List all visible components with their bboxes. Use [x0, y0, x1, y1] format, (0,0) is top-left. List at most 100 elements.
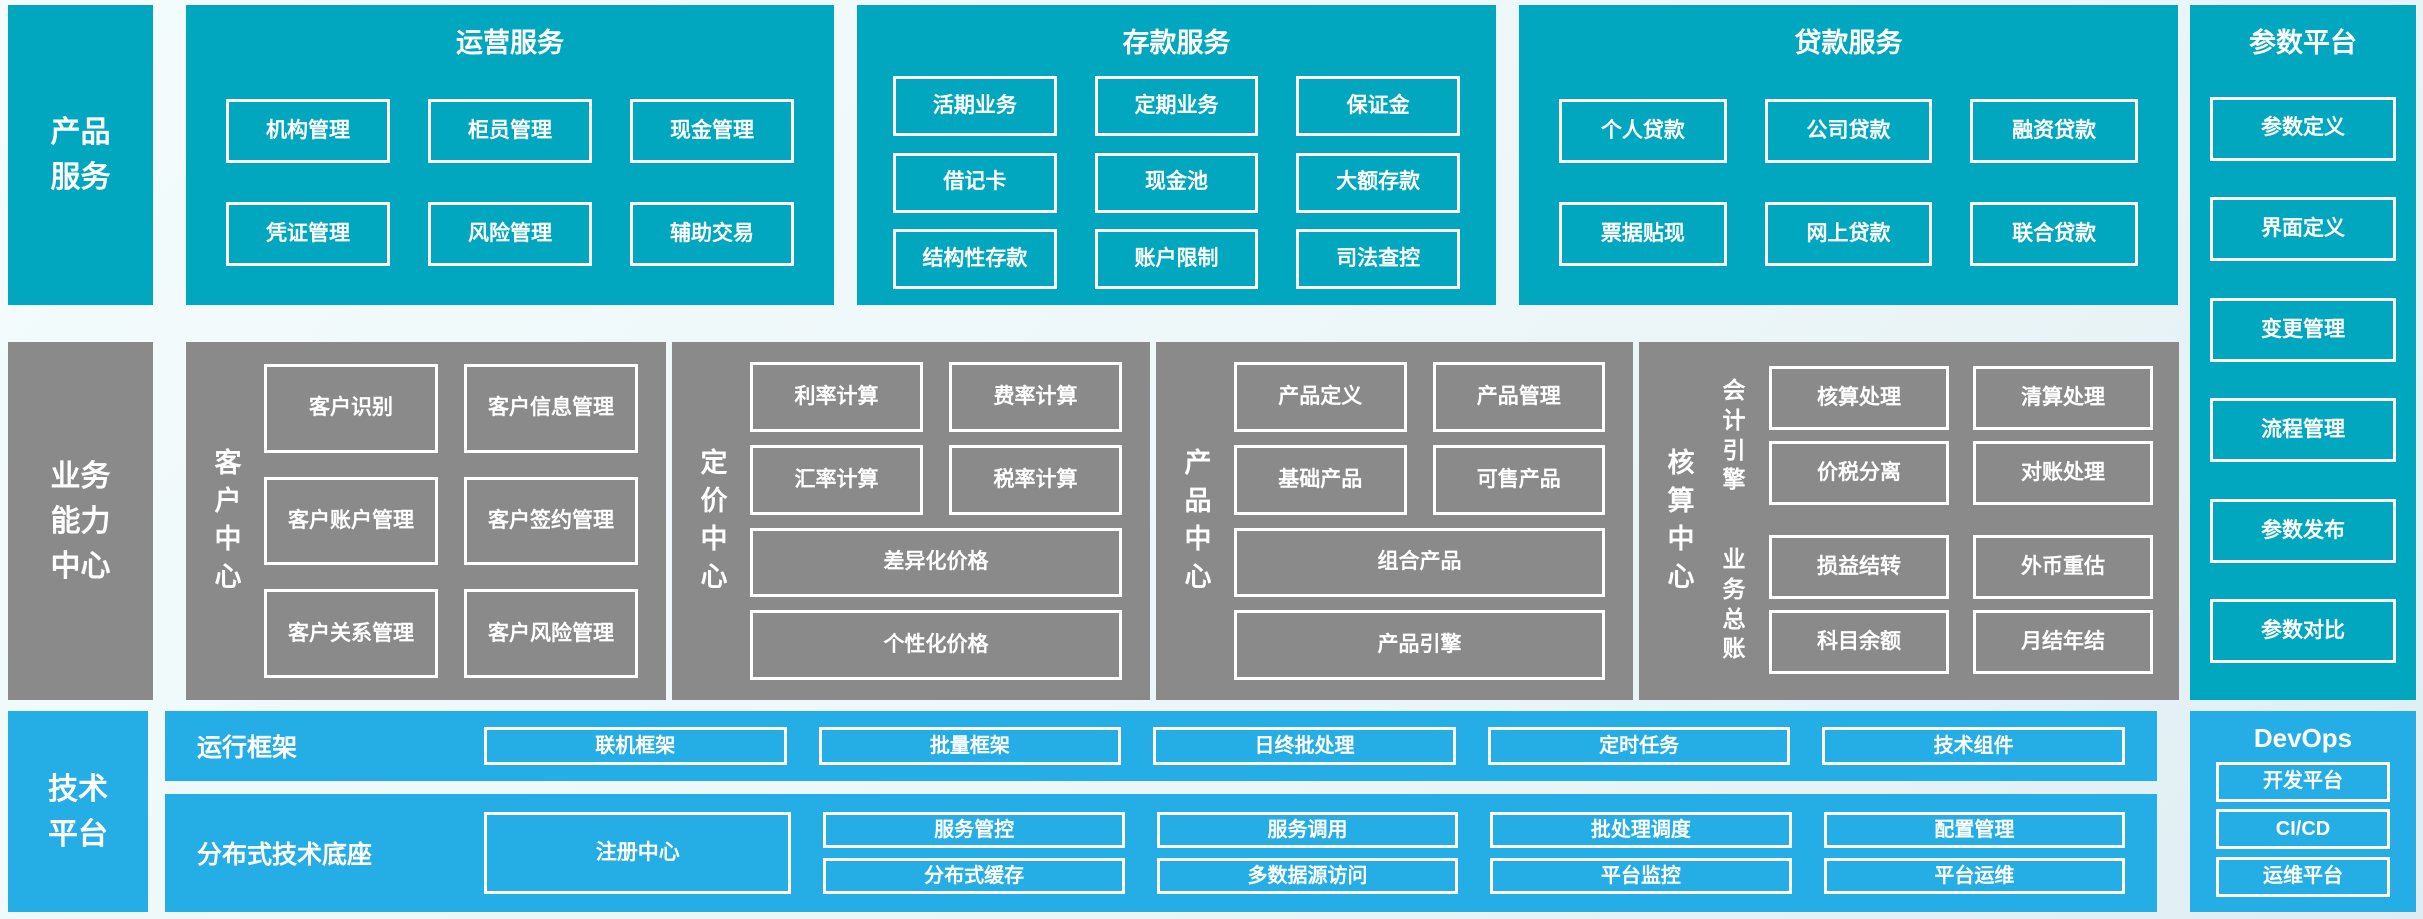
tech-box-platform-ops: 平台运维 [1823, 858, 2126, 894]
biz-box-tax-rate-calc: 税率计算 [949, 444, 1122, 515]
operations-grid: 机构管理 柜员管理 现金管理 凭证管理 风险管理 辅助交易 [226, 60, 794, 305]
panel-deposit-services: 存款服务 活期业务 定期业务 保证金 借记卡 现金池 大额存款 结构性存款 账户… [857, 5, 1496, 305]
devops-box-dev-platform: 开发平台 [2216, 761, 2390, 802]
tech-box-online-framework: 联机框架 [484, 727, 787, 765]
distributed-col-3: 批处理调度 平台监控 [1490, 812, 1792, 894]
service-box-personal-loan: 个人贷款 [1559, 99, 1727, 163]
biz-box-basic-product: 基础产品 [1234, 444, 1407, 515]
panel-pricing-center: 定 价 中 心 利率计算 费率计算 汇率计算 税率计算 差异化价格 个性化价格 [672, 342, 1150, 700]
tech-box-config-management: 配置管理 [1823, 812, 2126, 848]
customer-grid: 客户识别 客户信息管理 客户账户管理 客户签约管理 客户关系管理 客户风险管理 [260, 342, 666, 700]
band-runtime-framework: 运行框架 联机框架 批量框架 日终批处理 定时任务 技术组件 [165, 711, 2157, 781]
distributed-col-1: 服务管控 分布式缓存 [823, 812, 1125, 894]
param-box-definition: 参数定义 [2210, 96, 2396, 161]
panel-title: 存款服务 [1122, 28, 1231, 58]
service-box-corporate-loan: 公司贷款 [1764, 99, 1933, 163]
tech-box-tech-components: 技术组件 [1822, 727, 2125, 765]
business-ledger-group: 业 务 总 账 损益结转 外币重估 科目余额 月结年结 [1713, 523, 2153, 686]
biz-box-customer-account-management: 客户账户管理 [264, 476, 438, 566]
devops-items: 开发平台 CI/CD 运维平台 [2190, 754, 2416, 912]
devops-box-ops-platform: 运维平台 [2216, 856, 2390, 897]
biz-box-customer-relation-management: 客户关系管理 [264, 589, 438, 678]
service-box-teller-management: 柜员管理 [428, 99, 592, 163]
sidebar-technology-platform-label: 技术 平台 [48, 772, 108, 851]
service-box-debit-card: 借记卡 [893, 152, 1057, 213]
param-box-change-management: 变更管理 [2210, 297, 2396, 362]
loan-grid: 个人贷款 公司贷款 融资贷款 票据贴现 网上贷款 联合贷款 [1559, 60, 2138, 305]
biz-box-exchange-rate-calc: 汇率计算 [750, 444, 923, 515]
biz-box-sellable-product: 可售产品 [1432, 444, 1605, 515]
panel-title: 贷款服务 [1794, 28, 1903, 58]
accounting-center-label: 核 算 中 心 [1667, 448, 1695, 592]
accounting-engine-label: 会 计 引 擎 [1722, 376, 1746, 493]
panel-loan-services: 贷款服务 个人贷款 公司贷款 融资贷款 票据贴现 网上贷款 联合贷款 [1519, 5, 2178, 305]
service-box-online-loan: 网上贷款 [1764, 202, 1933, 266]
service-box-voucher-management: 凭证管理 [226, 202, 390, 266]
biz-box-accounting-processing: 核算处理 [1769, 365, 1949, 430]
biz-box-customer-info-management: 客户信息管理 [464, 364, 638, 453]
service-box-margin: 保证金 [1296, 76, 1460, 137]
tech-box-scheduled-task: 定时任务 [1487, 727, 1791, 765]
sidebar-business-capability-label: 业务 能力 中心 [50, 459, 111, 583]
service-box-judicial-control: 司法查控 [1296, 228, 1460, 289]
biz-box-product-management: 产品管理 [1432, 362, 1605, 432]
panel-parameter-platform: 参数平台 参数定义 界面定义 变更管理 流程管理 参数发布 参数对比 [2190, 5, 2416, 700]
biz-box-interest-rate-calc: 利率计算 [750, 362, 923, 432]
distributed-base-label: 分布式技术底座 [197, 841, 373, 869]
biz-box-product-definition: 产品定义 [1234, 362, 1407, 432]
service-box-large-deposit: 大额存款 [1296, 152, 1460, 213]
accounting-groups: 会 计 引 擎 核算处理 清算处理 价税分离 对账处理 业 务 总 账 损益结转… [1713, 342, 2179, 700]
panel-operations-services: 运营服务 机构管理 柜员管理 现金管理 凭证管理 风险管理 辅助交易 [186, 5, 834, 305]
runtime-framework-label: 运行框架 [197, 734, 298, 762]
pricing-center-label: 定 价 中 心 [700, 448, 728, 592]
biz-box-clearing-processing: 清算处理 [1973, 365, 2153, 430]
service-box-financing-loan: 融资贷款 [1970, 99, 2138, 163]
deposit-grid: 活期业务 定期业务 保证金 借记卡 现金池 大额存款 结构性存款 账户限制 司法… [893, 60, 1460, 305]
devops-box-cicd: CI/CD [2216, 809, 2390, 849]
param-box-publish: 参数发布 [2210, 498, 2396, 563]
service-box-time-deposit: 定期业务 [1094, 76, 1259, 137]
tech-box-batch-scheduling: 批处理调度 [1490, 812, 1792, 848]
accounting-engine-group: 会 计 引 擎 核算处理 清算处理 价税分离 对账处理 [1713, 354, 2153, 517]
service-box-cash-pool: 现金池 [1094, 152, 1259, 213]
biz-box-personalized-pricing: 个性化价格 [750, 610, 1122, 680]
sidebar-technology-platform: 技术 平台 [8, 711, 148, 912]
tech-box-multi-datasource: 多数据源访问 [1156, 858, 1459, 894]
tech-box-distributed-cache: 分布式缓存 [823, 858, 1125, 894]
biz-box-product-engine: 产品引擎 [1234, 610, 1605, 680]
biz-box-fee-rate-calc: 费率计算 [949, 362, 1122, 432]
sidebar-business-capability-center: 业务 能力 中心 [8, 342, 153, 700]
service-box-joint-loan: 联合贷款 [1970, 202, 2138, 266]
panel-customer-center: 客 户 中 心 客户识别 客户信息管理 客户账户管理 客户签约管理 客户关系管理… [186, 342, 666, 700]
pricing-grid: 利率计算 费率计算 汇率计算 税率计算 差异化价格 个性化价格 [746, 342, 1150, 700]
service-box-org-management: 机构管理 [226, 99, 390, 163]
biz-box-subject-balance: 科目余额 [1769, 610, 1949, 675]
tech-box-platform-monitoring: 平台监控 [1490, 858, 1792, 894]
customer-center-label: 客 户 中 心 [214, 448, 242, 592]
biz-box-price-tax-separation: 价税分离 [1769, 441, 1949, 506]
biz-box-reconciliation: 对账处理 [1973, 441, 2153, 506]
biz-box-composite-product: 组合产品 [1234, 527, 1605, 598]
biz-box-customer-contract-management: 客户签约管理 [464, 476, 638, 566]
band-distributed-base: 分布式技术底座 注册中心 服务管控 分布式缓存 服务调用 多数据源访问 批处理调… [165, 794, 2157, 912]
panel-title: 参数平台 [2249, 28, 2357, 58]
panel-accounting-center: 核 算 中 心 会 计 引 擎 核算处理 清算处理 价税分离 对账处理 业 务 … [1639, 342, 2179, 700]
biz-box-differentiated-pricing: 差异化价格 [750, 527, 1122, 598]
sidebar-product-services: 产品 服务 [8, 5, 153, 305]
param-box-process-management: 流程管理 [2210, 398, 2396, 463]
product-grid: 产品定义 产品管理 基础产品 可售产品 组合产品 产品引擎 [1230, 342, 1633, 700]
service-box-cash-management: 现金管理 [630, 99, 794, 163]
business-ledger-label: 业 务 总 账 [1722, 545, 1746, 662]
business-ledger-grid: 损益结转 外币重估 科目余额 月结年结 [1769, 523, 2153, 686]
distributed-col-4: 配置管理 平台运维 [1823, 812, 2126, 894]
service-box-account-restriction: 账户限制 [1094, 228, 1259, 289]
tech-box-batch-framework: 批量框架 [818, 727, 1122, 765]
biz-box-customer-risk-management: 客户风险管理 [464, 589, 638, 678]
distributed-col-2: 服务调用 多数据源访问 [1156, 812, 1459, 894]
product-center-label: 产 品 中 心 [1184, 448, 1212, 592]
biz-box-month-year-end: 月结年结 [1973, 610, 2153, 675]
biz-box-pl-carryover: 损益结转 [1769, 534, 1949, 599]
accounting-engine-grid: 核算处理 清算处理 价税分离 对账处理 [1769, 354, 2153, 517]
parameter-items: 参数定义 界面定义 变更管理 流程管理 参数发布 参数对比 [2190, 60, 2416, 700]
